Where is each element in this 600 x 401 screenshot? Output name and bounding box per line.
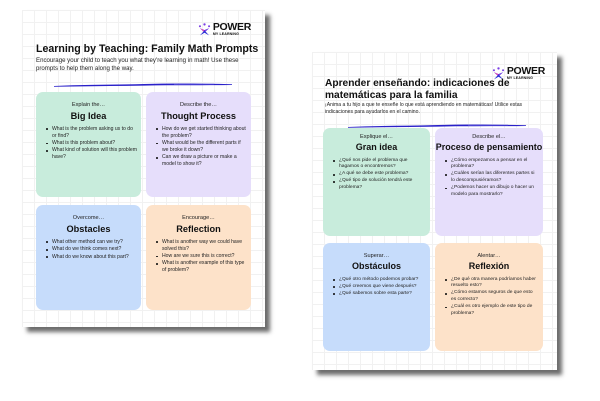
prompt-list: How do we get started thinking about the…	[146, 126, 251, 168]
prompt-item: What do we know about this part?	[46, 254, 137, 261]
card-kicker: Alentar…	[477, 253, 501, 259]
brand-logo: POWER MY LEARNING	[492, 66, 545, 81]
prompt-item: What is another way we could have solved…	[156, 239, 247, 253]
english-handout-page: POWER MY LEARNING Learning by Teaching: …	[22, 10, 265, 327]
card-heading: Gran idea	[355, 141, 398, 152]
prompt-item: How are we sure this is correct?	[156, 253, 247, 260]
prompt-list: What other method can we try? What do we…	[36, 239, 141, 261]
brand-name: POWER	[506, 65, 545, 77]
prompt-item: ¿Qué sabemos sobre esta parte?	[333, 291, 426, 298]
brand-name: POWER	[212, 21, 251, 33]
prompt-item: What is another example of this type of …	[156, 260, 247, 274]
power-my-learning-star-icon	[198, 23, 211, 36]
prompt-list: ¿Cómo empezamos a pensar en el problema?…	[435, 158, 543, 199]
prompt-list: ¿Qué nos pide el problema que hagamos o …	[323, 158, 430, 192]
card-heading: Reflection	[176, 223, 221, 234]
brand-logo: POWER MY LEARNING	[198, 22, 251, 37]
card-gran-idea: Explique el… Gran idea ¿Qué nos pide el …	[323, 128, 430, 236]
card-kicker: Explique el…	[360, 134, 393, 140]
prompt-list: What is another way we could have solved…	[146, 239, 251, 274]
prompt-item: ¿Cuáles serían las diferentes partes si …	[445, 171, 539, 184]
prompt-list: ¿Qué otro método podemos probar? ¿Qué cr…	[323, 277, 430, 298]
prompt-item: What is the problem asking us to do or f…	[46, 126, 137, 140]
card-kicker: Encourage…	[182, 215, 215, 221]
card-proceso-de-pensamiento: Describe el… Proceso de pensamiento ¿Cóm…	[435, 128, 543, 236]
prompt-item: ¿Cómo estamos seguros de que esto es cor…	[445, 290, 539, 303]
card-kicker: Describe el…	[472, 134, 506, 140]
brand-tagline: MY LEARNING	[212, 32, 240, 36]
prompt-list: ¿De qué otra manera podríamos haber resu…	[435, 277, 543, 318]
card-heading: Reflexión	[468, 260, 510, 271]
prompt-item: ¿Qué tipo de solución tendrá este proble…	[333, 178, 426, 191]
prompt-item: ¿Podemos hacer un dibujo o hacer un mode…	[445, 185, 539, 198]
prompt-item: ¿Cómo empezamos a pensar en el problema?	[445, 158, 539, 171]
prompt-item: What do we think comes next?	[46, 246, 137, 253]
prompt-item: How do we get started thinking about the…	[156, 126, 247, 140]
spanish-handout-page: POWER MY LEARNING Aprender enseñando: in…	[312, 52, 557, 370]
card-heading: Obstacles	[66, 223, 111, 234]
prompt-item: Can we draw a picture or make a model to…	[156, 154, 247, 168]
card-heading: Obstáculos	[351, 260, 401, 271]
page-title: Learning by Teaching: Family Math Prompt…	[36, 43, 259, 55]
prompt-item: What kind of solution will this problem …	[46, 147, 137, 161]
page-subtitle: Encourage your child to teach you what t…	[36, 57, 239, 72]
prompt-item: What is this problem about?	[46, 140, 137, 147]
page-title: Aprender enseñando: indicaciones de mate…	[325, 78, 510, 101]
card-heading: Thought Process	[160, 110, 237, 121]
prompt-item: ¿Qué creemos que viene después?	[333, 284, 426, 291]
page-subtitle: ¡Anima a tu hijo a que te enseñe lo que …	[325, 102, 523, 115]
prompt-item: What other method can we try?	[46, 239, 137, 246]
card-big-idea: Explain the… Big Idea What is the proble…	[36, 92, 141, 197]
card-reflexion: Alentar… Reflexión ¿De qué otra manera p…	[435, 243, 543, 351]
card-kicker: Overcome…	[72, 215, 105, 221]
prompt-item: ¿Qué otro método podemos probar?	[333, 277, 426, 284]
card-kicker: Describe the…	[180, 102, 217, 108]
card-kicker: Superar…	[363, 253, 390, 259]
card-thought-process: Describe the… Thought Process How do we …	[146, 92, 251, 197]
brush-stroke-divider	[54, 83, 232, 87]
card-heading: Proceso de pensamiento	[435, 141, 543, 152]
card-reflection: Encourage… Reflection What is another wa…	[146, 205, 251, 310]
brush-stroke-divider	[348, 124, 526, 128]
brand-tagline: MY LEARNING	[506, 76, 534, 80]
prompt-item: What would be the different parts if we …	[156, 140, 247, 154]
prompt-item: ¿A qué se debe este problema?	[333, 171, 426, 178]
power-my-learning-star-icon	[492, 67, 505, 80]
prompt-item: ¿Qué nos pide el problema que hagamos o …	[333, 158, 426, 171]
card-obstaculos: Superar… Obstáculos ¿Qué otro método pod…	[323, 243, 430, 351]
card-kicker: Explain the…	[71, 102, 106, 108]
prompt-item: ¿Cuál es otro ejemplo de este tipo de pr…	[445, 304, 539, 317]
card-heading: Big Idea	[70, 110, 107, 121]
card-obstacles: Overcome… Obstacles What other method ca…	[36, 205, 141, 310]
prompt-item: ¿De qué otra manera podríamos haber resu…	[445, 277, 539, 290]
prompt-list: What is the problem asking us to do or f…	[36, 126, 141, 161]
